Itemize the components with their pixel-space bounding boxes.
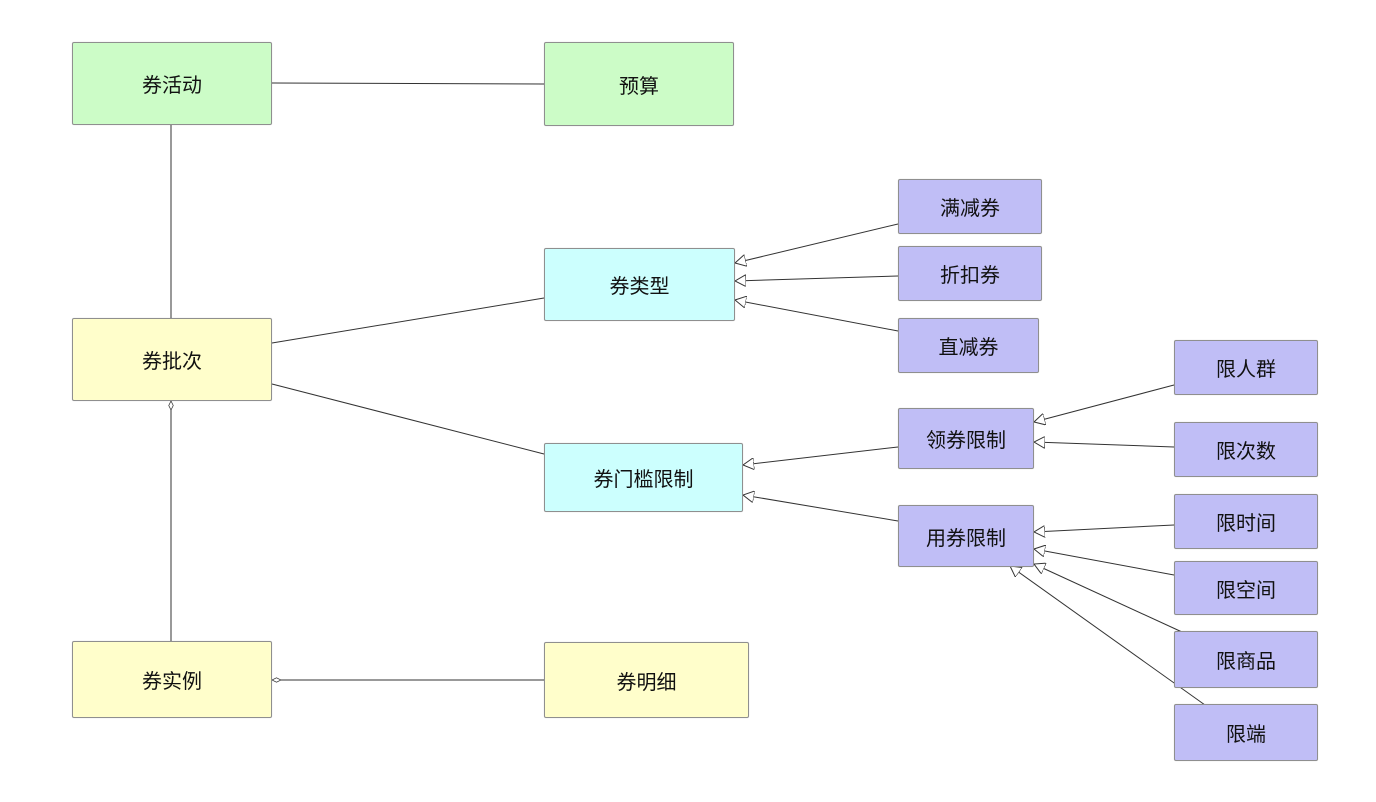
edge-fullreduction-type [735, 223, 899, 263]
edge-activity-budget [271, 82, 545, 85]
node-limit-terminal[interactable]: 限端 [1174, 704, 1318, 761]
node-coupon-activity[interactable]: 券活动 [72, 42, 272, 125]
edge-discount-type [735, 276, 899, 281]
node-coupon-batch[interactable]: 券批次 [72, 318, 272, 401]
node-label: 限次数 [1216, 439, 1276, 463]
node-label: 券批次 [142, 349, 202, 373]
node-label: 领券限制 [926, 428, 1006, 452]
node-discount[interactable]: 折扣券 [898, 246, 1042, 301]
node-label: 直减券 [938, 335, 999, 359]
node-direct-reduction[interactable]: 直减券 [898, 318, 1039, 373]
node-label: 满减券 [940, 196, 1000, 220]
node-label: 限空间 [1216, 577, 1276, 602]
node-coupon-threshold[interactable]: 券门槛限制 [544, 443, 743, 512]
node-limit-time[interactable]: 限时间 [1174, 494, 1318, 549]
node-label: 券类型 [609, 274, 670, 298]
node-label: 限时间 [1216, 511, 1276, 535]
edge-direct-type [735, 300, 899, 332]
edge-batch-threshold [271, 383, 545, 455]
node-label: 限商品 [1216, 649, 1276, 673]
node-label: 限人群 [1216, 357, 1276, 381]
node-limit-goods[interactable]: 限商品 [1174, 631, 1318, 688]
edge-times-claim [1034, 442, 1175, 447]
edge-space-use [1034, 549, 1175, 576]
node-limit-space[interactable]: 限空间 [1174, 561, 1318, 615]
edge-batch-type [271, 297, 545, 344]
node-budget[interactable]: 预算 [544, 42, 734, 126]
node-coupon-type[interactable]: 券类型 [544, 248, 735, 321]
node-label: 限端 [1226, 722, 1266, 746]
edge-crowd-claim [1034, 384, 1175, 422]
node-use-limit[interactable]: 用券限制 [898, 505, 1034, 567]
node-limit-crowd[interactable]: 限人群 [1174, 340, 1318, 395]
edge-time-use [1034, 524, 1175, 532]
node-full-reduction[interactable]: 满减券 [898, 179, 1042, 234]
node-label: 券活动 [142, 73, 202, 97]
edge-claim-threshold [743, 446, 899, 465]
node-claim-limit[interactable]: 领券限制 [898, 408, 1034, 469]
edge-use-threshold [743, 495, 899, 522]
node-label: 券实例 [142, 669, 202, 693]
node-label: 预算 [619, 73, 659, 98]
node-label: 用券限制 [926, 525, 1006, 550]
node-label: 券明细 [616, 669, 677, 694]
node-limit-times[interactable]: 限次数 [1174, 422, 1318, 477]
edge-goods-use [1034, 564, 1183, 633]
node-label: 券门槛限制 [593, 467, 694, 491]
edge-terminal-use [1010, 566, 1206, 706]
node-coupon-instance[interactable]: 券实例 [72, 641, 272, 718]
node-coupon-detail[interactable]: 券明细 [544, 642, 749, 718]
node-label: 折扣券 [940, 263, 1000, 287]
